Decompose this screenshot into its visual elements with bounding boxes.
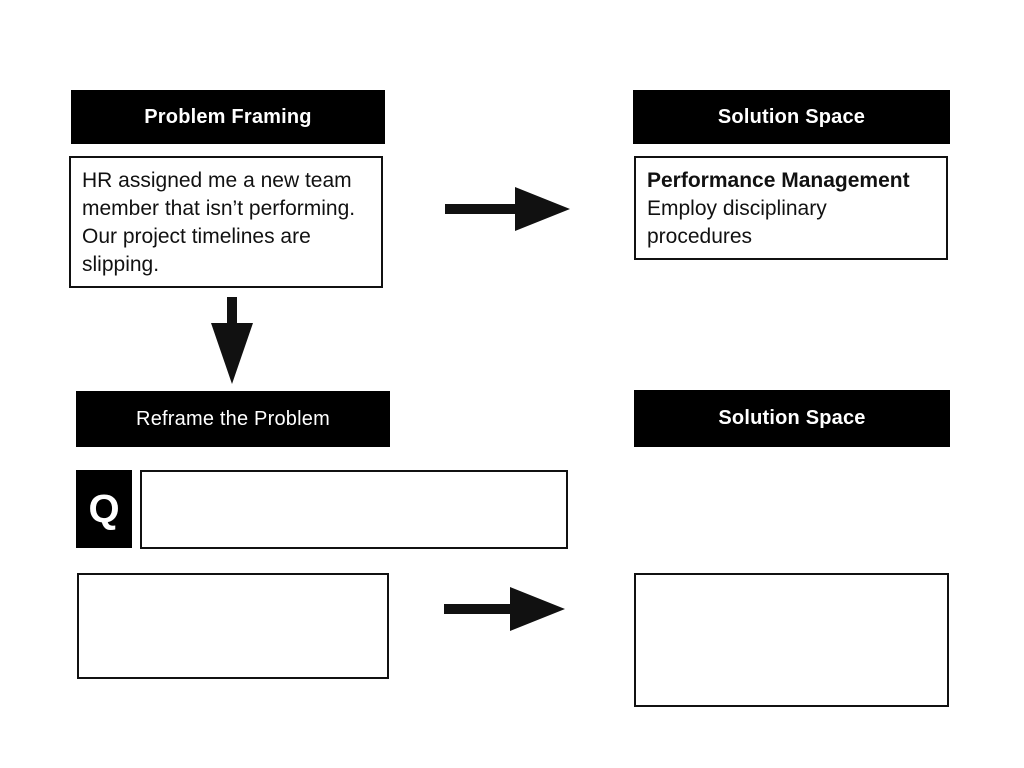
reframe-problem-header-label: Reframe the Problem — [136, 407, 330, 430]
solution-space-header-top-label: Solution Space — [717, 105, 866, 128]
solution-title: Performance Management — [647, 169, 910, 192]
solution-space-header-bottom: Solution Space — [634, 390, 950, 447]
right-arrow-icon — [444, 587, 565, 631]
down-arrow-icon — [211, 297, 253, 384]
question-input-box[interactable] — [140, 470, 568, 549]
reframed-problem-box[interactable] — [77, 573, 389, 679]
question-badge-label: Q — [88, 486, 120, 531]
problem-framing-header: Problem Framing — [71, 90, 385, 144]
problem-framing-header-label: Problem Framing — [144, 105, 312, 128]
solution-box-bottom[interactable] — [634, 573, 949, 707]
problem-statement-box: HR assigned me a new team member that is… — [69, 156, 383, 288]
right-arrow-icon — [445, 187, 570, 231]
solution-detail: Employ disciplinary procedures — [647, 197, 827, 248]
question-badge: Q — [76, 470, 132, 548]
solution-space-header-bottom-label: Solution Space — [718, 407, 866, 429]
problem-statement-text: HR assigned me a new team member that is… — [82, 169, 356, 276]
solution-space-header-top: Solution Space — [633, 90, 950, 144]
solution-box-top: Performance Management Employ disciplina… — [634, 156, 948, 260]
reframe-problem-header: Reframe the Problem — [76, 391, 390, 447]
